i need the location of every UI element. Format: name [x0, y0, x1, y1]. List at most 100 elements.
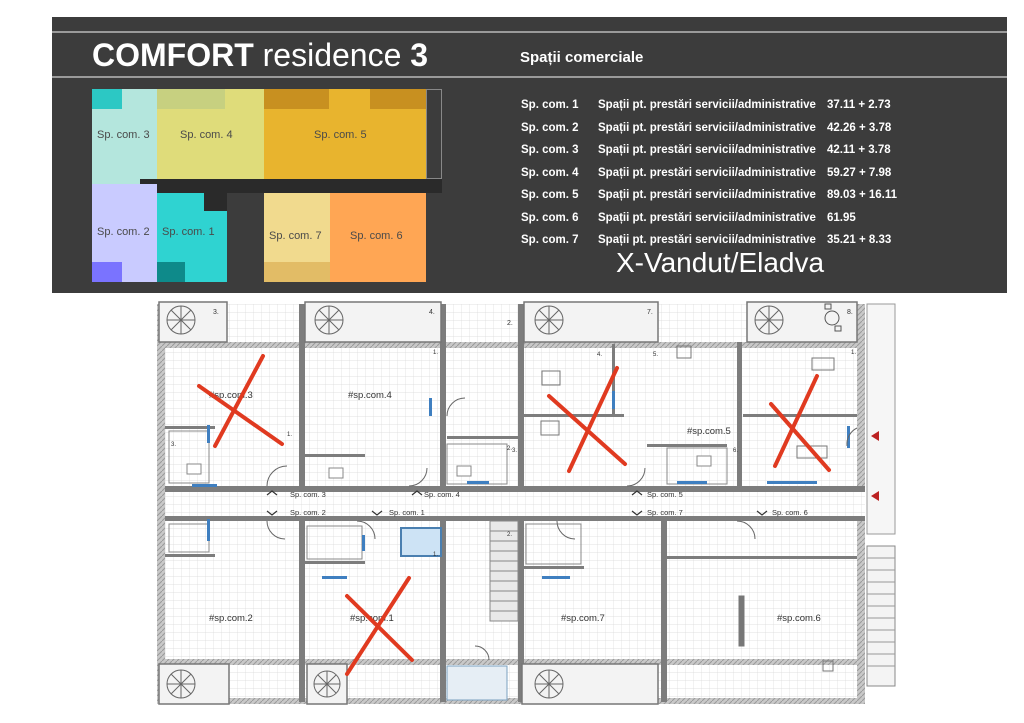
- project-title: COMFORT residence 3: [92, 36, 428, 74]
- row-use: Spații pt. prestări servicii/administrat…: [598, 99, 816, 111]
- row-id: Sp. com. 7: [521, 234, 579, 246]
- row-id: Sp. com. 5: [521, 189, 579, 201]
- room-label: #sp.com.3: [209, 390, 253, 401]
- room-number: 4.: [597, 352, 602, 358]
- zone-accent: [204, 193, 227, 211]
- balcony-number: 4.: [429, 309, 435, 316]
- row-area: 35.21 + 8.33: [827, 234, 892, 246]
- zone-accent: [157, 262, 185, 282]
- row-area: 59.27 + 7.98: [827, 167, 892, 179]
- plant-icon: [314, 305, 344, 335]
- row-use: Spații pt. prestări servicii/administrat…: [598, 234, 816, 246]
- room-label: #sp.com.5: [687, 426, 731, 437]
- plant-icon: [166, 305, 196, 335]
- room-number: 1.: [851, 350, 856, 356]
- sold-cross-mark: [345, 576, 414, 676]
- info-panel: COMFORT residence 3 Spații comerciale Sp…: [52, 17, 1007, 293]
- plant-icon: [534, 305, 564, 335]
- title-number: 3: [410, 37, 429, 73]
- row-area: 42.11 + 3.78: [827, 144, 891, 156]
- balcony-number: 2.: [507, 320, 513, 327]
- row-use: Spații pt. prestări servicii/administrat…: [598, 144, 816, 156]
- furniture: [540, 345, 835, 672]
- zone-corridor: [140, 179, 442, 193]
- corridor-label: Sp. com. 7: [647, 508, 683, 517]
- zone-accent: [92, 262, 122, 282]
- zone-label: Sp. com. 2: [97, 226, 150, 238]
- room-number: 5.: [653, 352, 658, 358]
- room-number: 3.: [171, 442, 176, 448]
- room-number: 2.: [507, 532, 512, 538]
- floor-plan: 3. 4. 2. 7. 8.: [157, 296, 897, 710]
- zone-outline: [426, 89, 442, 179]
- plant-icon: [313, 670, 341, 698]
- plant-icon: [534, 669, 564, 699]
- room-number: 3.: [512, 448, 517, 454]
- zone-accent: [264, 89, 329, 109]
- room-number: 6.: [733, 448, 738, 454]
- room-number: 1.: [433, 350, 438, 356]
- doors: [266, 397, 858, 661]
- row-use: Spații pt. prestări servicii/administrat…: [598, 167, 816, 179]
- zone-label: Sp. com. 6: [350, 230, 403, 242]
- section-subtitle: Spații comerciale: [520, 49, 644, 66]
- entrance-arrows: [871, 431, 879, 501]
- corridor-label: Sp. com. 2: [290, 508, 326, 517]
- zone-accent: [264, 262, 330, 282]
- zone-label: Sp. com. 4: [180, 129, 233, 141]
- divider-top: [52, 31, 1007, 33]
- balcony-number: 3.: [213, 309, 219, 316]
- row-use: Spații pt. prestări servicii/administrat…: [598, 189, 816, 201]
- zone-accent: [370, 89, 426, 109]
- row-area: 61.95: [827, 212, 856, 224]
- room-label: #sp.com.2: [209, 613, 253, 624]
- balcony-number: 7.: [647, 309, 653, 316]
- zone-label: Sp. com. 3: [97, 129, 150, 141]
- room-label: #sp.com.4: [348, 390, 392, 401]
- divider-bottom: [52, 76, 1007, 78]
- plant-icon: [754, 305, 784, 335]
- row-use: Spații pt. prestări servicii/administrat…: [598, 212, 816, 224]
- corridor-label: Sp. com. 6: [772, 508, 808, 517]
- table-chairs-icon: [824, 303, 842, 332]
- zone-block-6: [330, 193, 426, 282]
- zone-accent: [92, 89, 122, 109]
- row-id: Sp. com. 3: [521, 144, 579, 156]
- title-light: residence: [262, 37, 402, 73]
- row-id: Sp. com. 2: [521, 122, 579, 134]
- sold-cross-mark: [769, 374, 831, 472]
- sold-cross-mark: [547, 366, 627, 473]
- balcony-number: 8.: [847, 309, 853, 316]
- room-label: #sp.com.6: [777, 613, 821, 624]
- zone-key-map: Sp. com. 3 Sp. com. 4 Sp. com. 5 Sp. com…: [92, 87, 442, 283]
- floor-area: [165, 304, 865, 702]
- room-number: 1.: [433, 552, 438, 558]
- sold-note: X-Vandut/Eladva: [616, 247, 825, 278]
- zone-label: Sp. com. 7: [269, 230, 322, 242]
- zone-label: Sp. com. 1: [162, 226, 215, 238]
- corridor-label: Sp. com. 5: [647, 490, 683, 499]
- row-id: Sp. com. 6: [521, 212, 579, 224]
- interior-walls: [165, 304, 865, 702]
- row-area: 37.11 + 2.73: [827, 99, 891, 111]
- outer-walls: [157, 304, 865, 704]
- corridor-label: Sp. com. 4: [424, 490, 460, 499]
- plant-icon: [166, 669, 196, 699]
- corridor: Sp. com. 3 Sp. com. 4 Sp. com. 5 Sp. com…: [266, 490, 808, 517]
- room-number: 1.: [287, 432, 292, 438]
- sold-cross-mark: [197, 354, 284, 448]
- zone-accent: [157, 89, 225, 109]
- row-area: 89.03 + 16.11: [827, 189, 898, 201]
- washroom-fixtures: [168, 430, 728, 565]
- row-id: Sp. com. 1: [521, 99, 579, 111]
- room-numbers: 1. 2. 1. 3. 4. 5. 1. 1. 2. 3. 6.: [171, 350, 856, 558]
- row-id: Sp. com. 4: [521, 167, 579, 179]
- room-number: 2.: [507, 446, 512, 452]
- title-bold: COMFORT: [92, 37, 254, 73]
- row-use: Spații pt. prestări servicii/administrat…: [598, 122, 816, 134]
- zone-label: Sp. com. 5: [314, 129, 367, 141]
- corridor-label: Sp. com. 3: [290, 490, 326, 499]
- row-area: 42.26 + 3.78: [827, 122, 892, 134]
- room-label: #sp.com.7: [561, 613, 605, 624]
- corridor-label: Sp. com. 1: [389, 508, 425, 517]
